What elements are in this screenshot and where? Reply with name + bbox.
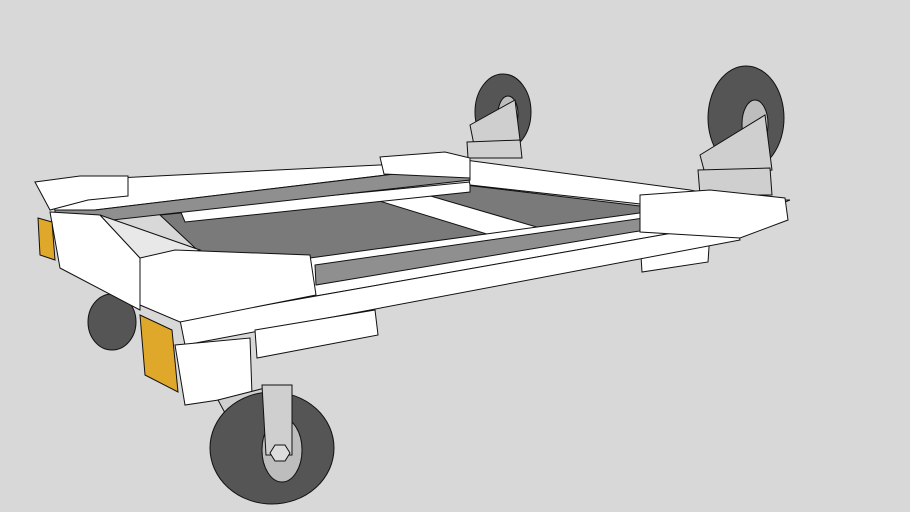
cart-frame (34, 151, 791, 406)
caster-wheel-back-left (466, 73, 532, 159)
brass-hinge-front (139, 314, 179, 393)
caster-wheel-back-right (697, 65, 785, 196)
caster-wheel-front (209, 384, 335, 505)
brass-hinge-left (37, 217, 56, 261)
